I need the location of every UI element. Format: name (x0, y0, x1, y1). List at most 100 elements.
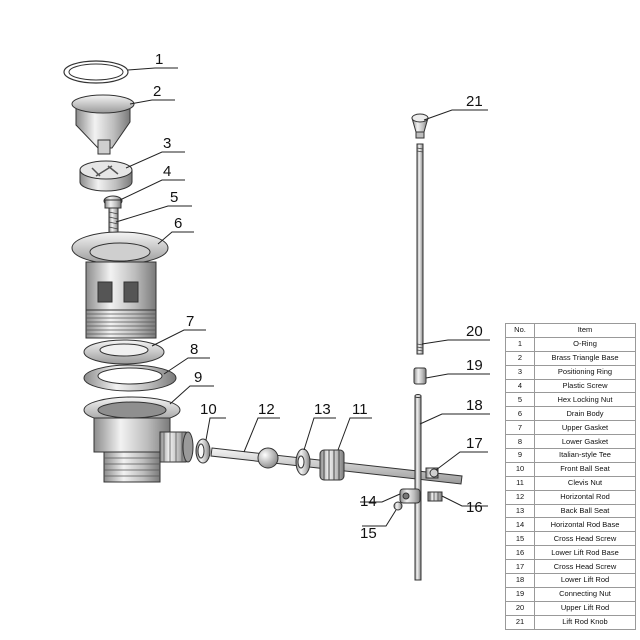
row-number: 14 (505, 517, 535, 533)
plastic-screw-part (103, 195, 123, 209)
row-item-name: Lower Lift Rod Base (534, 545, 636, 561)
callout-17: 17 (466, 435, 483, 452)
row-number: 12 (505, 489, 535, 505)
row-number: 10 (505, 461, 535, 477)
row-item-name: Cross Head Screw (534, 559, 636, 575)
row-number: 1 (505, 336, 535, 352)
row-number: 5 (505, 392, 535, 408)
row-item-name: Clevis Nut (534, 475, 636, 491)
upper-lift-rod-part (416, 143, 424, 355)
italian-style-tee-part (83, 396, 194, 483)
parts-table-header: No. Item (505, 323, 636, 338)
front-ball-seat-part (195, 438, 211, 464)
row-number: 3 (505, 364, 535, 380)
row-number: 17 (505, 559, 535, 575)
row-item-name: Brass Triangle Base (534, 350, 636, 366)
row-item-name: O-Ring (534, 336, 636, 352)
callout-3: 3 (163, 135, 171, 152)
cross-head-screw-17-part (425, 467, 439, 479)
callout-8: 8 (190, 341, 198, 358)
connecting-nut-part (413, 367, 427, 385)
row-number: 21 (505, 614, 535, 630)
row-item-name: Upper Lift Rod (534, 600, 636, 616)
callout-20: 20 (466, 323, 483, 340)
leader-lines (115, 67, 490, 527)
row-item-name: Back Ball Seat (534, 503, 636, 519)
row-number: 13 (505, 503, 535, 519)
callout-15: 15 (360, 525, 377, 542)
cross-head-screw-15-part (393, 501, 403, 511)
row-number: 6 (505, 406, 535, 422)
row-item-name: Connecting Nut (534, 586, 636, 602)
lower-gasket-part (83, 364, 177, 392)
callout-13: 13 (314, 401, 331, 418)
callout-11: 11 (352, 401, 368, 418)
callout-21: 21 (466, 93, 483, 110)
row-number: 9 (505, 448, 535, 463)
positioning-ring-part (79, 160, 133, 192)
row-item-name: Italian-style Tee (534, 448, 636, 463)
clevis-nut-part (319, 449, 345, 481)
row-item-name: Horizontal Rod Base (534, 517, 636, 533)
row-number: 11 (505, 475, 535, 491)
callout-1: 1 (155, 51, 163, 68)
callout-5: 5 (170, 189, 178, 206)
row-item-name: Plastic Screw (534, 378, 636, 394)
brass-triangle-base-part (71, 94, 135, 155)
callout-16: 16 (466, 499, 483, 516)
o-ring-part (63, 60, 129, 84)
horizontal-rod-base-part (399, 488, 421, 504)
row-item-name: Lower Lift Rod (534, 573, 636, 588)
callout-14: 14 (360, 493, 377, 510)
callout-12: 12 (258, 401, 275, 418)
header-no: No. (505, 323, 535, 338)
row-item-name: Horizontal Rod (534, 489, 636, 505)
lift-rod-knob-part (411, 113, 429, 139)
drain-body-part (71, 231, 169, 339)
lower-lift-rod-part (414, 394, 422, 581)
row-item-name: Positioning Ring (534, 364, 636, 380)
row-item-name: Drain Body (534, 406, 636, 422)
row-number: 20 (505, 600, 535, 616)
header-item: Item (534, 323, 636, 338)
row-number: 7 (505, 420, 535, 436)
row-item-name: Cross Head Screw (534, 531, 636, 547)
callout-labels: 1 2 3 4 5 6 7 8 9 10 11 12 13 14 15 16 1… (153, 51, 483, 542)
row-number: 2 (505, 350, 535, 366)
callout-7: 7 (186, 313, 194, 330)
callout-19: 19 (466, 357, 483, 374)
row-item-name: Lower Gasket (534, 434, 636, 450)
callout-2: 2 (153, 83, 161, 100)
row-number: 8 (505, 434, 535, 450)
lower-lift-rod-base-part (427, 491, 443, 502)
row-number: 18 (505, 573, 535, 588)
back-ball-seat-part (295, 448, 311, 476)
callout-4: 4 (163, 163, 171, 180)
callout-10: 10 (200, 401, 217, 418)
row-item-name: Lift Rod Knob (534, 614, 636, 630)
callout-9: 9 (194, 369, 202, 386)
upper-gasket-part (83, 339, 165, 365)
row-item-name: Front Ball Seat (534, 461, 636, 477)
row-number: 15 (505, 531, 535, 547)
